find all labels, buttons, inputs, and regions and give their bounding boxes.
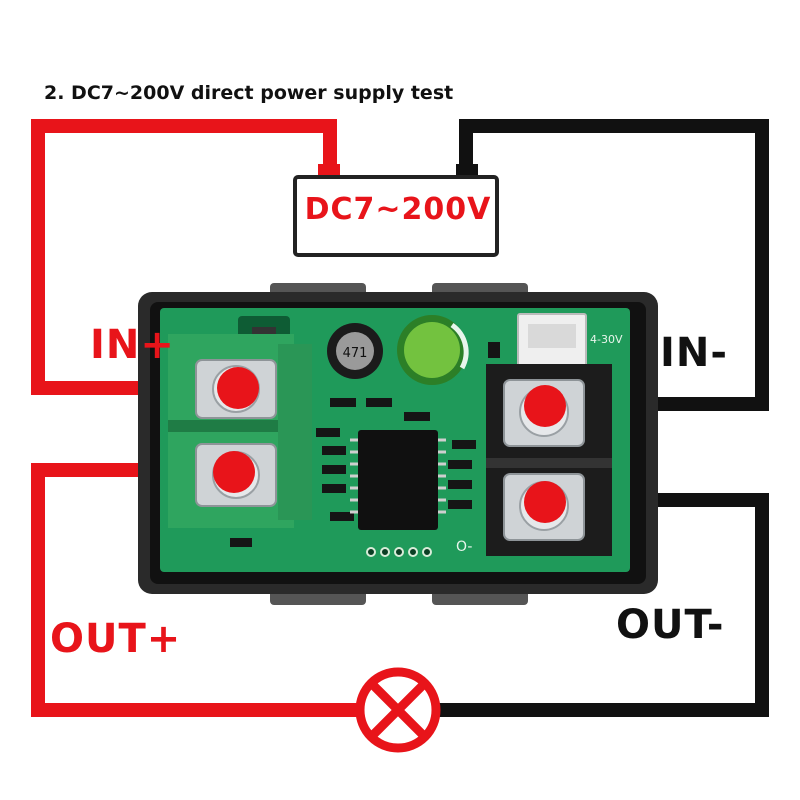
power-supply — [293, 164, 499, 257]
label-out-plus: OUT+ — [50, 616, 182, 662]
contact-dots — [213, 367, 566, 523]
inductor-icon — [327, 323, 383, 379]
pcb-range-text: 4-30V — [590, 333, 623, 346]
ic-chip-icon — [350, 430, 446, 530]
wire-in-minus — [459, 119, 769, 411]
input-terminal-block — [168, 334, 312, 528]
label-in-minus: IN- — [660, 330, 728, 376]
jst-connector-icon — [517, 313, 587, 371]
pcb-terminal-text: O- — [456, 539, 473, 555]
supply-voltage-label: DC7~200V — [304, 192, 492, 227]
diagram-title: 2. DC7~200V direct power supply test — [44, 82, 454, 104]
meter-module — [138, 283, 658, 605]
contact-dot-in-plus — [217, 367, 259, 409]
pin-header — [366, 547, 432, 557]
electrolytic-capacitor-icon — [397, 315, 469, 385]
contact-dot-out-plus — [213, 451, 255, 493]
lamp-cross-icon — [355, 667, 441, 753]
output-terminal-block — [486, 364, 612, 556]
wire-in-plus — [31, 119, 337, 395]
wire-out-plus — [31, 463, 358, 717]
contact-dot-out-minus — [524, 481, 566, 523]
inductor-code: 471 — [342, 346, 368, 361]
contact-dot-in-minus — [524, 385, 566, 427]
supply-box — [293, 175, 499, 257]
label-out-minus: OUT- — [616, 602, 725, 648]
label-in-plus: IN+ — [90, 322, 175, 368]
smd-components — [230, 342, 500, 547]
